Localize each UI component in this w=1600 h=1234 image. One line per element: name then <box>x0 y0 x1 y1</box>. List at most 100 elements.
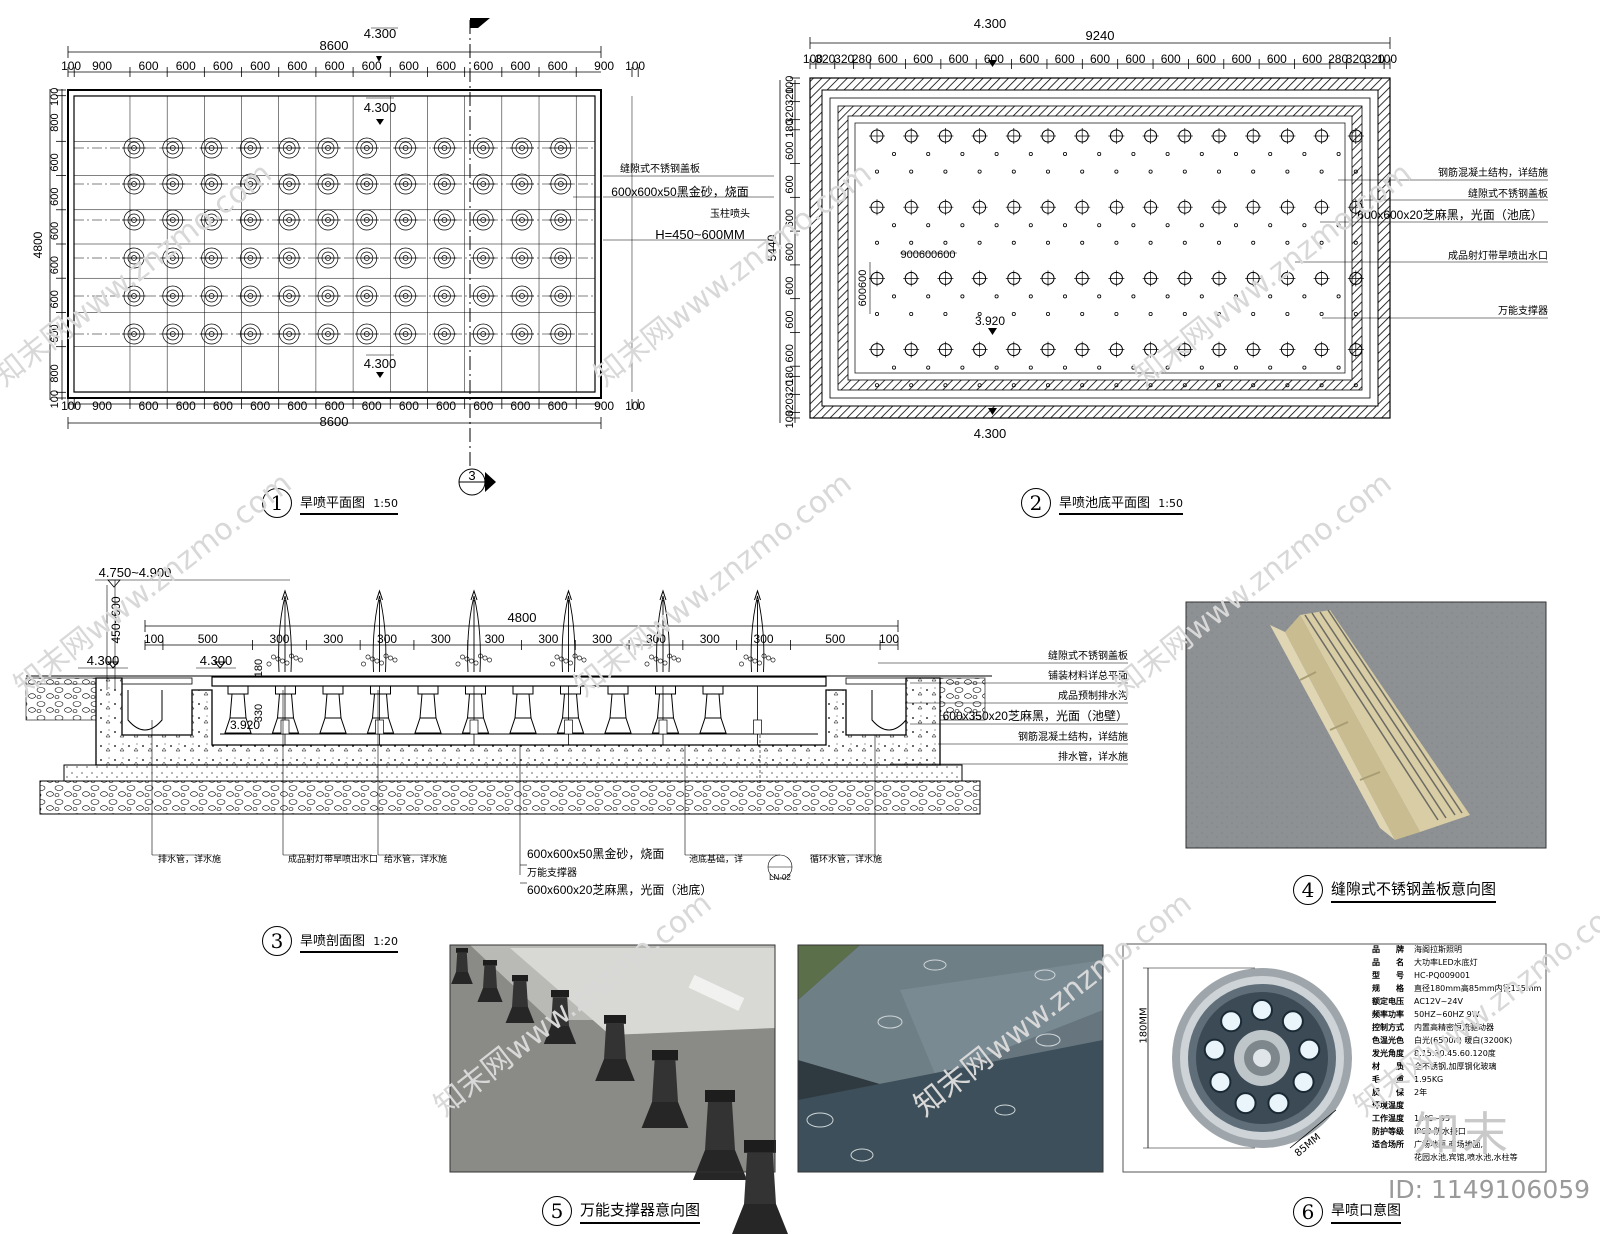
plan2-elev-top: 4.300 <box>974 16 1007 31</box>
pedestal-support-icon <box>556 685 585 734</box>
support-dot <box>1234 151 1239 156</box>
pedestal-support-icon <box>461 685 490 734</box>
nozzle-icon <box>199 247 224 269</box>
plan2-side-dim: 600 <box>784 277 796 295</box>
plan1-side-dim: 100 <box>49 390 61 408</box>
section3-dim: 300 <box>377 632 397 646</box>
photo5-title: 万能支撑器意向图 <box>580 1199 701 1224</box>
support-dot <box>1336 151 1341 156</box>
support-dot <box>1302 151 1307 156</box>
support-dot <box>1131 223 1136 228</box>
floor-nozzle-icon <box>937 341 954 358</box>
support-dot <box>1165 151 1170 156</box>
support-dot <box>1011 311 1016 316</box>
plan2-top-dim: 320 <box>1346 52 1366 66</box>
nozzle-icon <box>199 173 224 195</box>
floor-nozzle-icon <box>971 199 988 216</box>
nozzle-icon <box>548 209 573 231</box>
spec-row: 品 名大功率LED水底灯 <box>1372 956 1542 969</box>
spec-row: 规 格直径180mm高85mm内径155mm <box>1372 982 1542 995</box>
support-dot <box>1353 383 1358 388</box>
spec-value: 广场地面,商场地面, <box>1414 1140 1484 1149</box>
support-dot <box>1353 240 1358 245</box>
pedestal-support-icon <box>699 685 727 734</box>
plan1-note: 玉柱喷头 <box>710 207 750 220</box>
plan1-top-dim: 100 <box>625 59 645 73</box>
section3-dim: 300 <box>485 632 505 646</box>
support-dot <box>960 151 965 156</box>
plan2-side-dim: 180 <box>784 120 796 138</box>
nozzle-icon <box>121 209 146 231</box>
nozzle-icon <box>315 209 340 231</box>
plan2-side-dim: 600 <box>784 243 796 261</box>
floor-nozzle-icon <box>1040 270 1056 287</box>
floor-nozzle-icon <box>1142 199 1159 216</box>
floor-nozzle-icon <box>971 270 988 287</box>
nozzle-icon <box>238 323 263 345</box>
section3-dim: 300 <box>646 632 666 646</box>
plan2-top-dim: 280 <box>1328 52 1348 66</box>
spec-value: 直径180mm高85mm内径155mm <box>1414 984 1542 993</box>
spec-value: 白光(6500K) 暖白(3200K) <box>1414 1036 1513 1045</box>
section3-height-range: 450~600 <box>109 596 123 643</box>
floor-nozzle-icon <box>937 199 954 216</box>
plan2-top-dim: 600 <box>913 52 933 66</box>
plan2-top-dim: 280 <box>852 52 872 66</box>
nozzle-icon <box>471 173 496 195</box>
pedestal-support-icon <box>604 685 632 734</box>
nozzle-icon <box>393 173 418 195</box>
support-dot <box>1285 240 1290 245</box>
plan1-bottom-dim: 600 <box>510 399 530 413</box>
section3-title: 旱喷剖面图 <box>300 933 366 949</box>
nozzle-icon <box>432 285 457 307</box>
spec-row: 控制方式内置高精密恒流驱动器 <box>1372 1021 1542 1034</box>
section3-right-note: 成品预制排水沟 <box>1058 689 1128 702</box>
spec-row: 色温光色白光(6500K) 暖白(3200K) <box>1372 1034 1542 1047</box>
photo4-title-block: 4 缝隙式不锈钢盖板意向图 <box>1293 875 1497 905</box>
plan2-inner-dim: 900600600 <box>900 249 955 261</box>
pedestal-photo-item <box>505 975 535 1023</box>
photo6-title-tail: 意图 <box>1373 1203 1401 1219</box>
floor-nozzle-icon <box>1211 341 1227 358</box>
photo4-title: 缝隙式不锈钢盖板意向图 <box>1331 878 1497 903</box>
plan2-note: 缝隙式不锈钢盖板 <box>1468 187 1548 200</box>
section3-dim: 300 <box>538 632 558 646</box>
nozzle-icon <box>238 173 263 195</box>
floor-nozzle-icon <box>1005 341 1022 358</box>
plan1-bottom-dim: 100 <box>61 399 81 413</box>
support-dot <box>977 240 982 245</box>
plan1-total-width-bottom: 8600 <box>320 414 349 429</box>
section3-total: 4800 <box>508 610 537 625</box>
plan1-side-dim: 600 <box>49 187 61 205</box>
spec-key: 品 牌 <box>1372 945 1404 954</box>
support-dot <box>1114 169 1119 174</box>
nozzle-icon <box>160 173 185 195</box>
support-dot <box>1251 311 1256 316</box>
support-dot <box>1063 365 1068 370</box>
plan2-top-dim: 600 <box>1019 52 1039 66</box>
section3-dim: 300 <box>431 632 451 646</box>
plan1-side-dim: 100 <box>49 88 61 106</box>
section3-dim: 300 <box>700 632 720 646</box>
support-dot <box>1268 294 1273 299</box>
plan2-top-dim: 600 <box>949 52 969 66</box>
support-dot <box>1028 294 1033 299</box>
nozzle-icon <box>510 173 535 195</box>
floor-nozzle-icon <box>1142 270 1159 287</box>
floor-nozzle-icon <box>1347 128 1364 144</box>
spec-value: 1.95KG <box>1414 1075 1444 1084</box>
water-jet-icon <box>550 589 587 745</box>
led-bead-icon <box>1203 1038 1226 1061</box>
support-dot <box>892 151 897 156</box>
support-dot <box>960 365 965 370</box>
floor-nozzle-icon <box>937 128 954 144</box>
support-dot <box>892 223 897 228</box>
support-dot <box>1028 365 1033 370</box>
support-dot <box>1234 365 1239 370</box>
section3-dim: 100 <box>879 632 899 646</box>
support-dot <box>909 383 914 388</box>
plan2-top-dim: 600 <box>1302 52 1322 66</box>
spec-value: 10℃~95 <box>1414 1114 1451 1123</box>
